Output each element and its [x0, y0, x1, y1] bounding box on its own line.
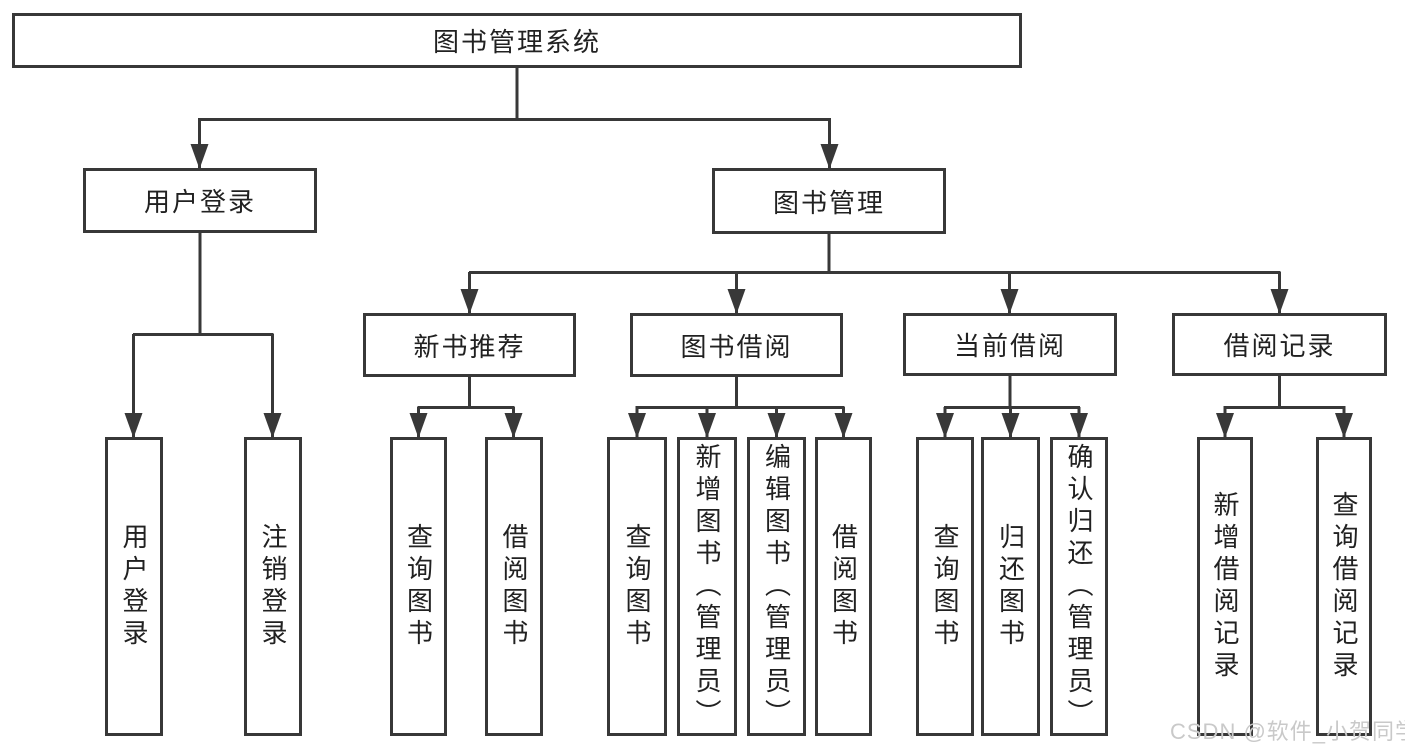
- leaf-label: 确认归还（管理员）: [1064, 442, 1094, 731]
- leaf-add-book-admin: 新增图书（管理员）: [677, 437, 737, 736]
- node-borrow-records: 借阅记录: [1172, 313, 1387, 376]
- node-library-system: 图书管理系统: [12, 13, 1022, 68]
- leaf-label: 归还图书: [995, 522, 1026, 651]
- leaf-label: 编辑图书（管理员）: [761, 442, 792, 731]
- leaf-return-book: 归还图书: [981, 437, 1040, 736]
- node-new-book-recommend: 新书推荐: [363, 313, 576, 377]
- leaf-logout: 注销登录: [244, 437, 302, 736]
- leaf-edit-book-admin: 编辑图书（管理员）: [747, 437, 806, 736]
- leaf-query-books-1: 查询图书: [390, 437, 447, 736]
- leaf-confirm-return-admin: 确认归还（管理员）: [1050, 437, 1108, 736]
- leaf-borrow-books-2: 借阅图书: [815, 437, 872, 736]
- watermark-text: CSDN @软件_小贺同学: [1170, 719, 1405, 744]
- leaf-label: 借阅图书: [828, 522, 859, 651]
- node-user-login: 用户登录: [83, 168, 317, 233]
- leaf-borrow-books-1: 借阅图书: [485, 437, 543, 736]
- leaf-user-login: 用户登录: [105, 437, 163, 736]
- leaf-label: 新增图书（管理员）: [692, 442, 722, 731]
- leaf-query-borrow-record: 查询借阅记录: [1316, 437, 1372, 736]
- node-book-management: 图书管理: [712, 168, 946, 234]
- leaf-label: 新增借阅记录: [1210, 490, 1240, 683]
- leaf-label: 查询图书: [622, 522, 652, 651]
- leaf-label: 查询图书: [403, 522, 434, 651]
- node-current-borrow: 当前借阅: [903, 313, 1117, 376]
- leaf-query-books-2: 查询图书: [607, 437, 667, 736]
- node-book-borrow: 图书借阅: [630, 313, 843, 377]
- leaf-label: 查询图书: [930, 522, 960, 651]
- leaf-query-books-3: 查询图书: [916, 437, 974, 736]
- leaf-label: 查询借阅记录: [1329, 490, 1359, 683]
- leaf-label: 注销登录: [258, 522, 288, 651]
- leaf-label: 用户登录: [119, 522, 149, 651]
- leaf-add-borrow-record: 新增借阅记录: [1197, 437, 1253, 736]
- leaf-label: 借阅图书: [499, 522, 529, 651]
